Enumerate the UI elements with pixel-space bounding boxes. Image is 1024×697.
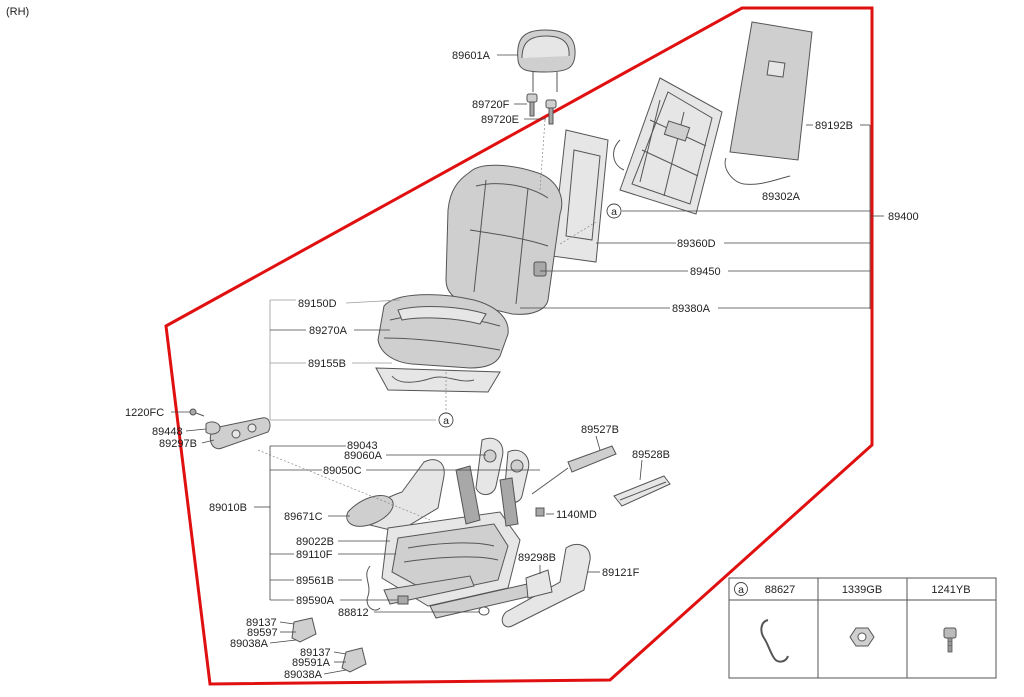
label-89137-upper: 89137	[246, 617, 277, 629]
label-89298B: 89298B	[518, 552, 556, 564]
screw-icon	[943, 627, 957, 653]
seat-back-frame-part	[613, 77, 723, 215]
label-89450: 89450	[690, 266, 721, 278]
label-89110F: 89110F	[296, 549, 333, 561]
label-89302A: 89302A	[762, 191, 801, 203]
label-1220FC: 1220FC	[125, 407, 164, 419]
harness-part	[366, 565, 381, 611]
side-cover-part	[501, 544, 591, 628]
bolt-1140md-part	[535, 507, 545, 517]
label-89720E: 89720E	[481, 114, 519, 126]
parts-table: a 88627 1339GB 1241YB	[728, 577, 997, 679]
label-89400: 89400	[888, 211, 919, 223]
label-89038A-upper: 89038A	[230, 638, 269, 650]
bolt-1220fc-part	[189, 408, 205, 417]
label-89010B: 89010B	[209, 502, 247, 514]
cushion-frame-part	[381, 465, 521, 607]
callout-a-lower: a	[438, 412, 454, 428]
label-89060A: 89060A	[344, 450, 383, 462]
label-89360D: 89360D	[677, 238, 716, 250]
label-89591A: 89591A	[292, 657, 331, 669]
callout-a-upper: a	[606, 203, 622, 219]
headrest-part	[517, 29, 576, 92]
svg-text:a: a	[443, 415, 449, 427]
label-89043: 89043	[347, 440, 378, 452]
seat-back-cover-part	[445, 164, 563, 315]
label-89297B: 89297B	[159, 438, 197, 450]
label-89671C: 89671C	[284, 511, 323, 523]
label-89448: 89448	[152, 426, 183, 438]
table-col-88627: 88627	[765, 584, 796, 596]
label-89720F: 89720F	[472, 99, 510, 111]
clip-89448-part	[205, 421, 221, 435]
recliner-cover-part	[475, 437, 530, 504]
label-89150D: 89150D	[298, 298, 337, 310]
cushion-pad-part	[375, 367, 501, 393]
label-88812: 88812	[338, 607, 369, 619]
label-89022B: 89022B	[296, 536, 334, 548]
side-label: (RH)	[6, 6, 29, 18]
label-89121F: 89121F	[602, 567, 640, 579]
label-89597: 89597	[247, 627, 278, 639]
bracket-lower-2-part	[341, 647, 367, 673]
link-part	[346, 495, 394, 527]
label-89527B: 89527B	[581, 424, 619, 436]
ring-part	[478, 606, 490, 616]
svg-text:a: a	[738, 584, 744, 596]
table-marker: a	[734, 582, 748, 596]
label-1140MD: 1140MD	[556, 509, 597, 521]
label-89590A: 89590A	[296, 595, 335, 607]
handle-89528b-part	[613, 475, 671, 507]
label-89528B: 89528B	[632, 449, 670, 461]
table-col-1339GB: 1339GB	[842, 584, 882, 596]
label-89137-lower: 89137	[300, 647, 331, 659]
nut-icon	[849, 627, 875, 647]
handle-89527b-part	[531, 445, 617, 495]
hook-clip-icon	[760, 619, 789, 663]
track-cover-left-part	[209, 417, 271, 450]
seat-cushion-part	[377, 294, 509, 369]
bracket-lower-1-part	[291, 617, 317, 643]
label-89561B: 89561B	[296, 575, 334, 587]
table-col-1241YB: 1241YB	[931, 584, 970, 596]
label-89380A: 89380A	[672, 303, 711, 315]
label-89155B: 89155B	[308, 358, 346, 370]
label-89038A-lower: 89038A	[284, 669, 323, 681]
headrest-guide-part	[526, 93, 557, 125]
label-89192B: 89192B	[815, 120, 853, 132]
svg-text:a: a	[611, 206, 617, 218]
assembly-boundary	[164, 6, 874, 686]
label-89270A: 89270A	[309, 325, 348, 337]
bracket-part	[525, 569, 553, 599]
label-89050C: 89050C	[323, 465, 362, 477]
back-board-part	[724, 21, 813, 185]
label-89601A: 89601A	[452, 50, 491, 62]
